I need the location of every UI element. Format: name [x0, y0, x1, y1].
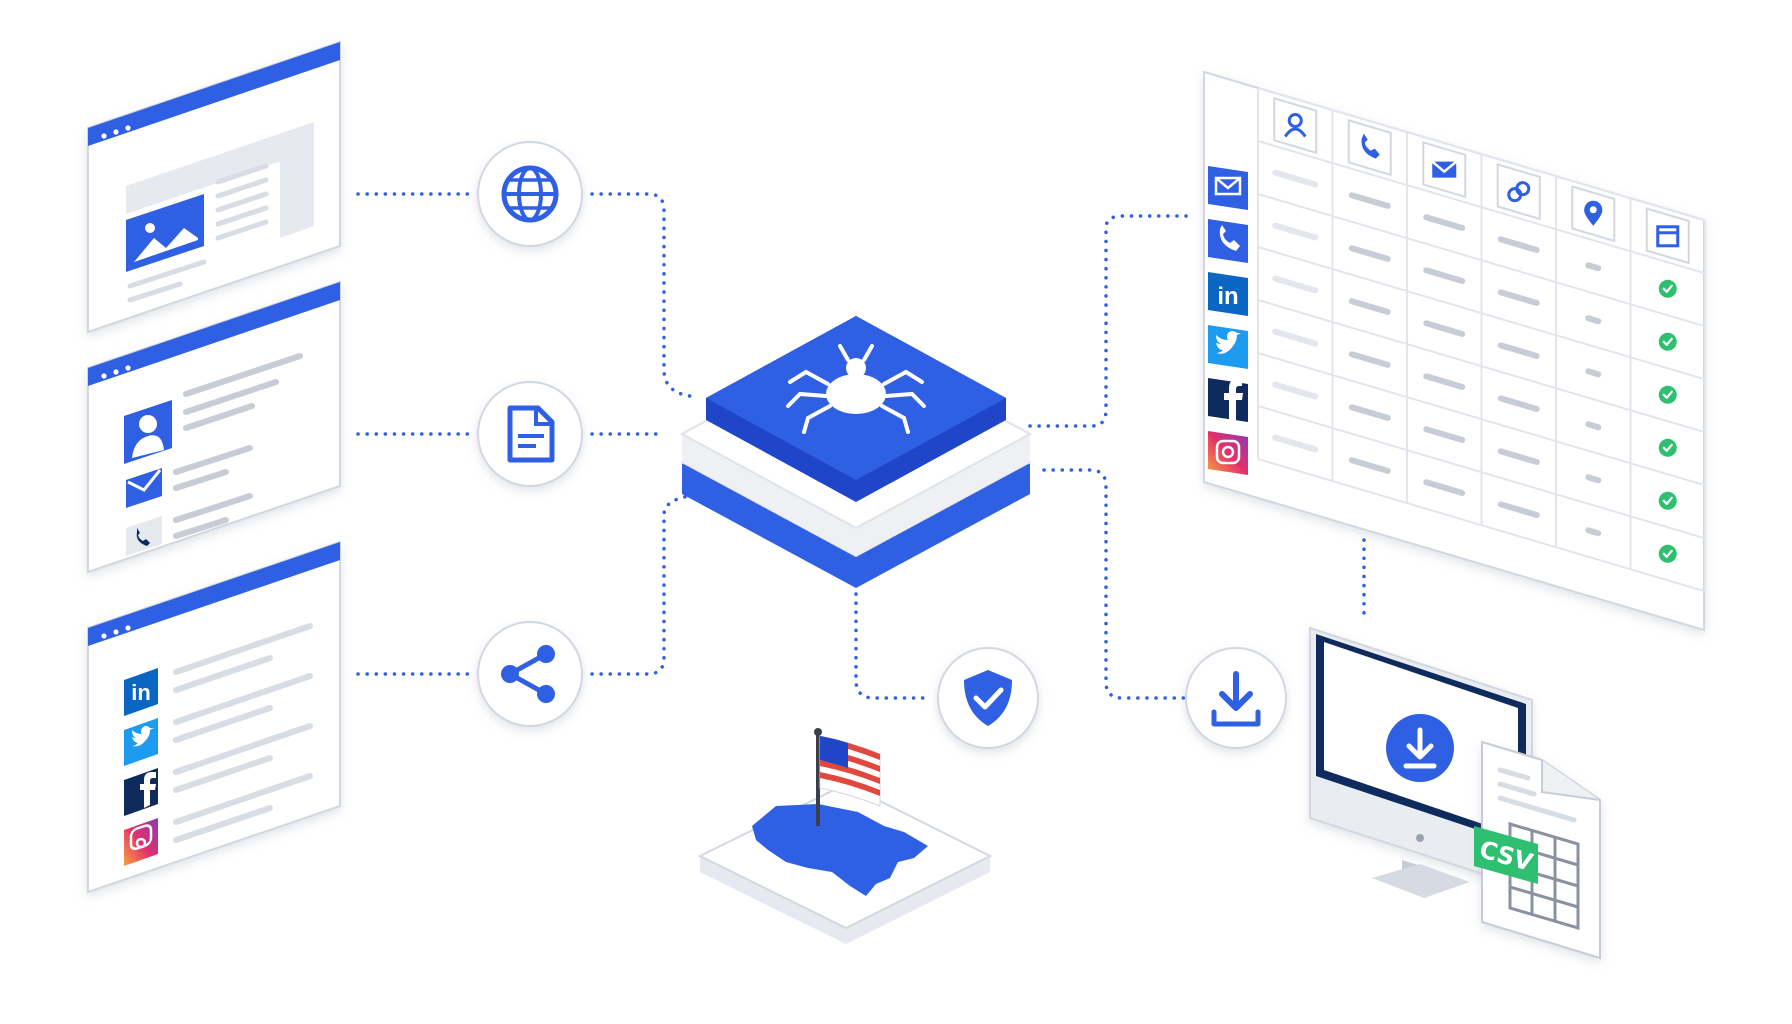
cell-value-placeholder — [1423, 426, 1466, 443]
verified-check-icon — [1658, 332, 1677, 351]
calendar-icon — [1645, 207, 1690, 265]
connector-lines — [356, 192, 1366, 700]
cell-value-placeholder — [1497, 448, 1540, 466]
instagram-icon — [1208, 431, 1248, 475]
cell-value-placeholder — [1348, 298, 1391, 315]
cell-value-placeholder — [1348, 404, 1391, 421]
us-region-platform — [697, 728, 993, 944]
cell-value-placeholder — [1272, 169, 1319, 188]
verified-check-icon — [1658, 544, 1677, 563]
svg-text:in: in — [131, 680, 151, 705]
user-icon — [1273, 96, 1318, 155]
cell-value-placeholder — [1423, 267, 1466, 284]
cell-value-placeholder — [1497, 501, 1540, 519]
desktop-monitor — [1309, 626, 1533, 898]
cell-value-placeholder — [1272, 328, 1319, 347]
download-icon — [1185, 647, 1287, 749]
crawler-hub — [679, 316, 1033, 588]
browser-window-social: in — [87, 540, 341, 894]
us-flag-icon — [819, 735, 881, 807]
cell-value-placeholder — [1272, 434, 1319, 453]
us-map-shape — [752, 804, 928, 896]
share-icon — [477, 621, 583, 727]
verified-check-icon — [1658, 385, 1677, 404]
svg-text:in: in — [1217, 283, 1238, 310]
facebook-icon — [1208, 378, 1248, 422]
location-pin-icon — [1571, 185, 1616, 243]
csv-file-icon: CSV — [1474, 740, 1601, 960]
document-icon — [477, 381, 583, 487]
cell-value-placeholder — [1423, 373, 1466, 390]
cell-value-placeholder — [1272, 275, 1319, 294]
cell-value-placeholder — [1497, 289, 1540, 307]
cell-value-placeholder — [1585, 262, 1602, 272]
monitor-download-icon — [1386, 714, 1454, 782]
facebook-icon — [124, 768, 158, 816]
cell-value-placeholder — [1348, 245, 1391, 262]
verified-check-icon — [1658, 279, 1677, 298]
cell-value-placeholder — [1497, 236, 1540, 254]
email-icon — [126, 468, 162, 508]
link-icon — [1496, 163, 1541, 221]
image-placeholder-icon — [126, 194, 204, 272]
cell-value-placeholder — [1585, 368, 1602, 378]
cell-value-placeholder — [1423, 320, 1466, 337]
cell-value-placeholder — [1585, 421, 1602, 431]
cell-value-placeholder — [1348, 192, 1391, 209]
shield-check-icon — [937, 647, 1039, 749]
cell-value-placeholder — [1497, 395, 1540, 413]
cell-value-placeholder — [1497, 342, 1540, 360]
email-icon — [1208, 166, 1248, 210]
cell-value-placeholder — [1585, 527, 1602, 537]
verified-check-icon — [1658, 491, 1677, 510]
cell-value-placeholder — [1348, 351, 1391, 368]
twitter-icon — [1208, 325, 1248, 369]
cell-value-placeholder — [1423, 479, 1466, 496]
twitter-icon — [124, 718, 158, 766]
phone-icon — [1208, 219, 1248, 263]
cell-value-placeholder — [1585, 315, 1602, 325]
cell-value-placeholder — [1585, 474, 1602, 484]
contact-data-table: in — [1203, 70, 1706, 632]
verified-check-icon — [1658, 438, 1677, 457]
email-icon — [1422, 141, 1467, 199]
linkedin-icon: in — [1208, 272, 1248, 316]
cell-value-placeholder — [1348, 457, 1391, 474]
phone-icon — [126, 516, 162, 556]
instagram-icon — [124, 818, 158, 866]
user-icon — [124, 400, 172, 464]
linkedin-icon: in — [124, 668, 158, 716]
cell-value-placeholder — [1423, 214, 1466, 231]
browser-window-profile — [87, 280, 341, 574]
browser-window-web-page — [87, 40, 341, 334]
spider-icon — [786, 344, 926, 434]
globe-icon — [477, 141, 583, 247]
phone-icon — [1347, 119, 1392, 177]
cell-value-placeholder — [1272, 222, 1319, 241]
cell-value-placeholder — [1272, 381, 1319, 400]
